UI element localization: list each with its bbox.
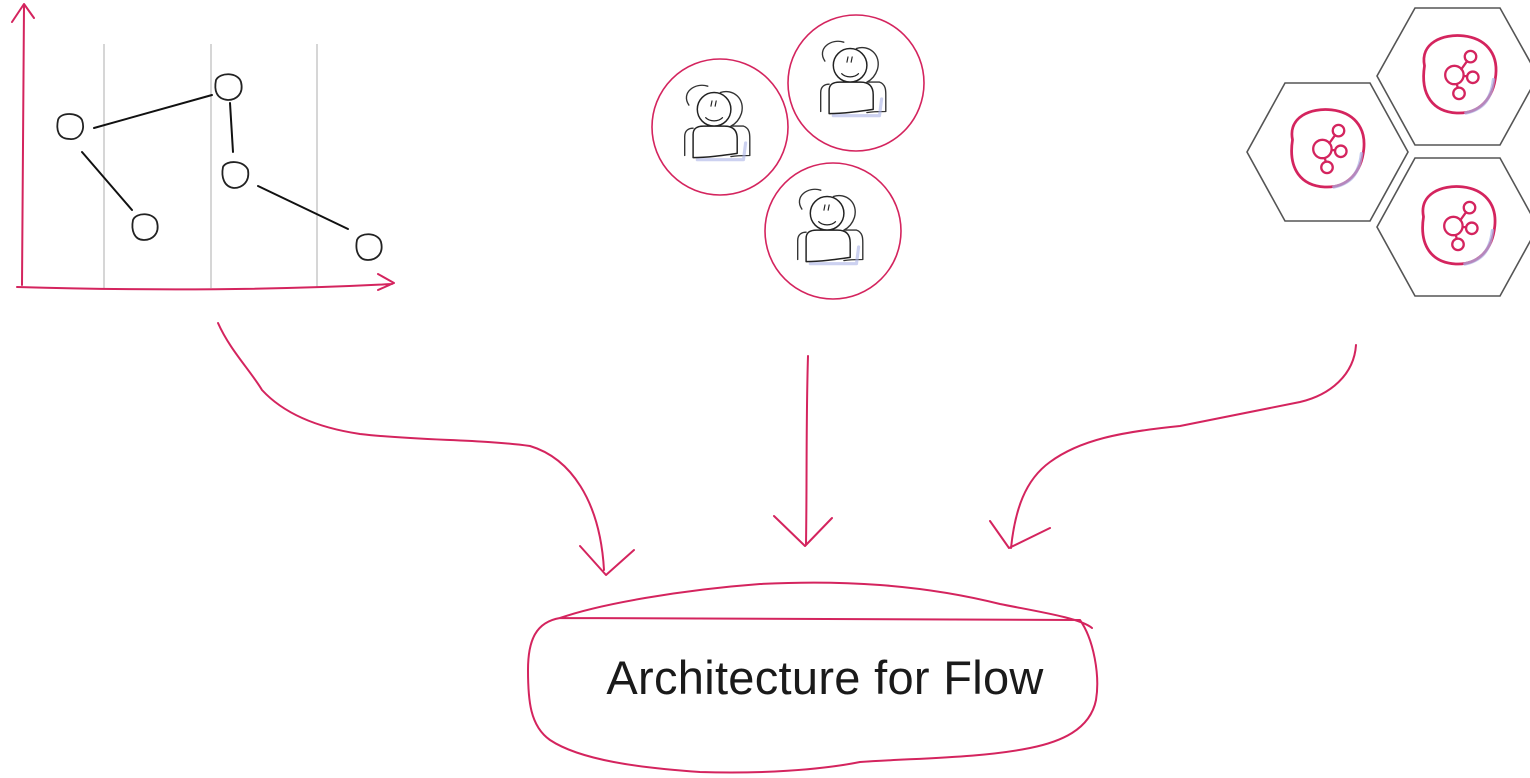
service-hexagon bbox=[1376, 7, 1530, 146]
graph-grid bbox=[103, 44, 318, 288]
graph-node bbox=[221, 161, 250, 189]
diagram-title: Architecture for Flow bbox=[606, 651, 1044, 704]
y-axis bbox=[11, 3, 35, 286]
graph-node bbox=[56, 113, 84, 140]
flow-arrows bbox=[217, 322, 1357, 576]
team-circle bbox=[787, 14, 925, 152]
service-hexagon bbox=[1246, 82, 1409, 222]
team-circle bbox=[764, 162, 902, 300]
arrow-middle bbox=[773, 355, 833, 547]
arrow-right bbox=[989, 344, 1357, 549]
title-bubble bbox=[527, 581, 1099, 774]
x-axis bbox=[16, 273, 395, 291]
graph-nodes bbox=[56, 73, 383, 261]
service-hexagon bbox=[1376, 157, 1530, 297]
graph-node bbox=[131, 213, 159, 241]
graph-node bbox=[355, 233, 383, 261]
team-circle bbox=[651, 58, 789, 196]
arrow-left bbox=[217, 322, 635, 576]
graph-edges bbox=[81, 94, 349, 230]
team-groups-icon bbox=[651, 14, 925, 300]
graph-node bbox=[214, 73, 243, 101]
value-stream-graph-icon bbox=[11, 3, 395, 291]
service-hexagons-icon bbox=[1246, 7, 1530, 297]
